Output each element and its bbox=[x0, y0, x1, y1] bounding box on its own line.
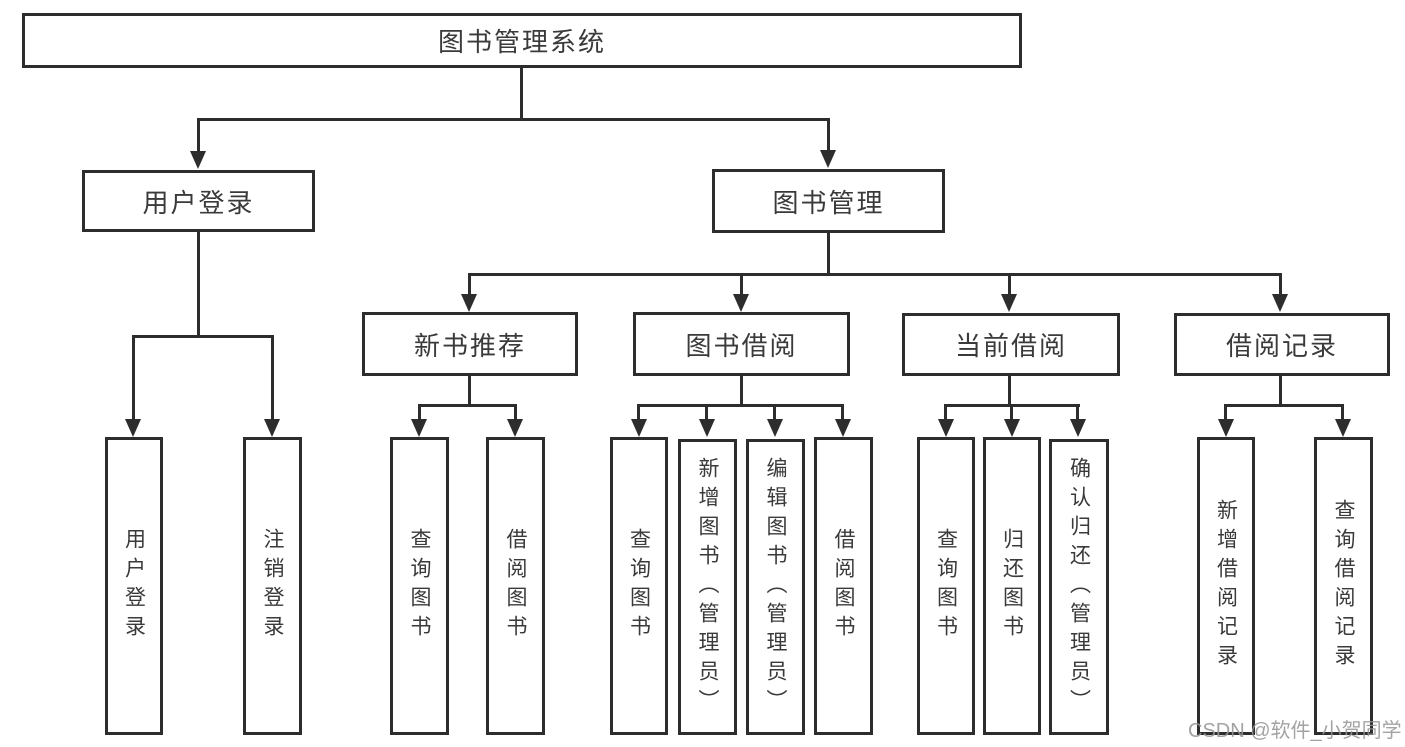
connector-line bbox=[1076, 404, 1079, 419]
connector-line bbox=[418, 404, 421, 419]
connector-line bbox=[197, 118, 830, 121]
arrowhead-down bbox=[264, 419, 280, 437]
arrowhead-down bbox=[1004, 419, 1020, 437]
node-borrow-query-books-label: 查询图书 bbox=[627, 528, 651, 644]
arrowhead-down bbox=[835, 419, 851, 437]
node-borrow-query-books: 查询图书 bbox=[610, 437, 668, 735]
connector-line bbox=[1008, 273, 1011, 294]
connector-line bbox=[468, 273, 1282, 276]
connector-line bbox=[1224, 404, 1227, 419]
arrowhead-down bbox=[699, 419, 715, 437]
node-records-add-record-label: 新增借阅记录 bbox=[1214, 499, 1238, 673]
connector-line bbox=[271, 335, 274, 419]
arrowhead-down bbox=[190, 151, 206, 169]
node-borrow-edit-books-admin-label: 编辑图书（管理员） bbox=[764, 456, 787, 718]
node-book-borrow-label: 图书借阅 bbox=[685, 330, 798, 361]
node-user-login-group-label: 用户登录 bbox=[142, 187, 255, 218]
connector-line bbox=[1224, 404, 1344, 407]
connector-line bbox=[1279, 376, 1282, 407]
arrowhead-down bbox=[1218, 419, 1234, 437]
connector-line bbox=[197, 118, 200, 152]
connector-line bbox=[520, 68, 523, 118]
node-user-login-group: 用户登录 bbox=[82, 170, 315, 232]
connector-line bbox=[1279, 273, 1282, 294]
connector-line bbox=[468, 273, 471, 294]
node-records-query-record-label: 查询借阅记录 bbox=[1332, 499, 1355, 673]
connector-line bbox=[1008, 376, 1011, 407]
node-current-query-books-label: 查询图书 bbox=[934, 528, 958, 644]
connector-line bbox=[514, 404, 517, 419]
node-root-label: 图书管理系统 bbox=[437, 27, 606, 57]
node-records-query-record: 查询借阅记录 bbox=[1314, 437, 1373, 735]
node-user-login-label: 用户登录 bbox=[122, 528, 146, 644]
node-current-borrow-label: 当前借阅 bbox=[954, 331, 1067, 361]
node-borrow-borrow-books-label: 借阅图书 bbox=[832, 528, 855, 644]
node-borrow-records: 借阅记录 bbox=[1174, 313, 1390, 376]
node-borrow-add-books-admin-label: 新增图书（管理员） bbox=[696, 456, 719, 718]
node-current-query-books: 查询图书 bbox=[917, 437, 975, 735]
connector-line bbox=[468, 376, 471, 407]
arrowhead-down bbox=[1070, 419, 1086, 437]
node-newbook-query-books-label: 查询图书 bbox=[408, 528, 431, 644]
arrowhead-down bbox=[125, 419, 141, 437]
node-current-confirm-return-admin-label: 确认归还（管理员） bbox=[1067, 456, 1091, 718]
node-current-confirm-return-admin: 确认归还（管理员） bbox=[1049, 439, 1109, 735]
node-newbook-query-books: 查询图书 bbox=[390, 437, 449, 735]
node-new-book-recommend-label: 新书推荐 bbox=[413, 330, 526, 361]
arrowhead-down bbox=[631, 419, 647, 437]
node-current-return-books: 归还图书 bbox=[983, 437, 1041, 735]
connector-line bbox=[944, 404, 947, 419]
node-newbook-borrow-books: 借阅图书 bbox=[486, 437, 545, 735]
node-borrow-borrow-books: 借阅图书 bbox=[814, 437, 873, 735]
connector-line bbox=[637, 404, 843, 407]
node-root: 图书管理系统 bbox=[22, 13, 1022, 68]
connector-line bbox=[637, 404, 640, 419]
node-borrow-edit-books-admin: 编辑图书（管理员） bbox=[746, 439, 805, 735]
arrowhead-down bbox=[733, 294, 749, 312]
node-borrow-add-books-admin: 新增图书（管理员） bbox=[678, 439, 737, 735]
node-newbook-borrow-books-label: 借阅图书 bbox=[504, 528, 527, 644]
node-borrow-records-label: 借阅记录 bbox=[1225, 331, 1338, 361]
connector-line bbox=[841, 404, 844, 419]
node-logout: 注销登录 bbox=[243, 437, 302, 735]
connector-line bbox=[827, 233, 830, 276]
connector-line bbox=[773, 404, 776, 419]
connector-line bbox=[827, 118, 830, 152]
arrowhead-down bbox=[938, 419, 954, 437]
node-records-add-record: 新增借阅记录 bbox=[1197, 437, 1255, 735]
connector-line bbox=[740, 273, 743, 294]
node-new-book-recommend: 新书推荐 bbox=[362, 312, 578, 376]
node-user-login: 用户登录 bbox=[105, 437, 163, 735]
arrowhead-down bbox=[461, 294, 477, 312]
connector-line bbox=[705, 404, 708, 419]
connector-line bbox=[132, 335, 135, 419]
connector-line bbox=[1341, 404, 1344, 419]
connector-line bbox=[132, 335, 274, 338]
node-current-borrow: 当前借阅 bbox=[902, 313, 1120, 376]
arrowhead-down bbox=[767, 419, 783, 437]
arrowhead-down bbox=[507, 419, 523, 437]
arrowhead-down bbox=[1335, 419, 1351, 437]
arrowhead-down bbox=[411, 419, 427, 437]
node-current-return-books-label: 归还图书 bbox=[1000, 528, 1024, 644]
node-book-borrow: 图书借阅 bbox=[633, 312, 850, 376]
connector-line bbox=[1010, 404, 1013, 419]
node-book-management: 图书管理 bbox=[712, 169, 945, 233]
arrowhead-down bbox=[820, 150, 836, 168]
connector-line bbox=[740, 376, 743, 407]
connector-line bbox=[197, 232, 200, 338]
connector-line bbox=[418, 404, 517, 407]
arrowhead-down bbox=[1001, 294, 1017, 312]
csdn-watermark: CSDN @软件_小贺同学 bbox=[1188, 720, 1402, 742]
node-book-management-label: 图书管理 bbox=[772, 187, 885, 218]
arrowhead-down bbox=[1272, 294, 1288, 312]
node-logout-label: 注销登录 bbox=[261, 528, 284, 644]
